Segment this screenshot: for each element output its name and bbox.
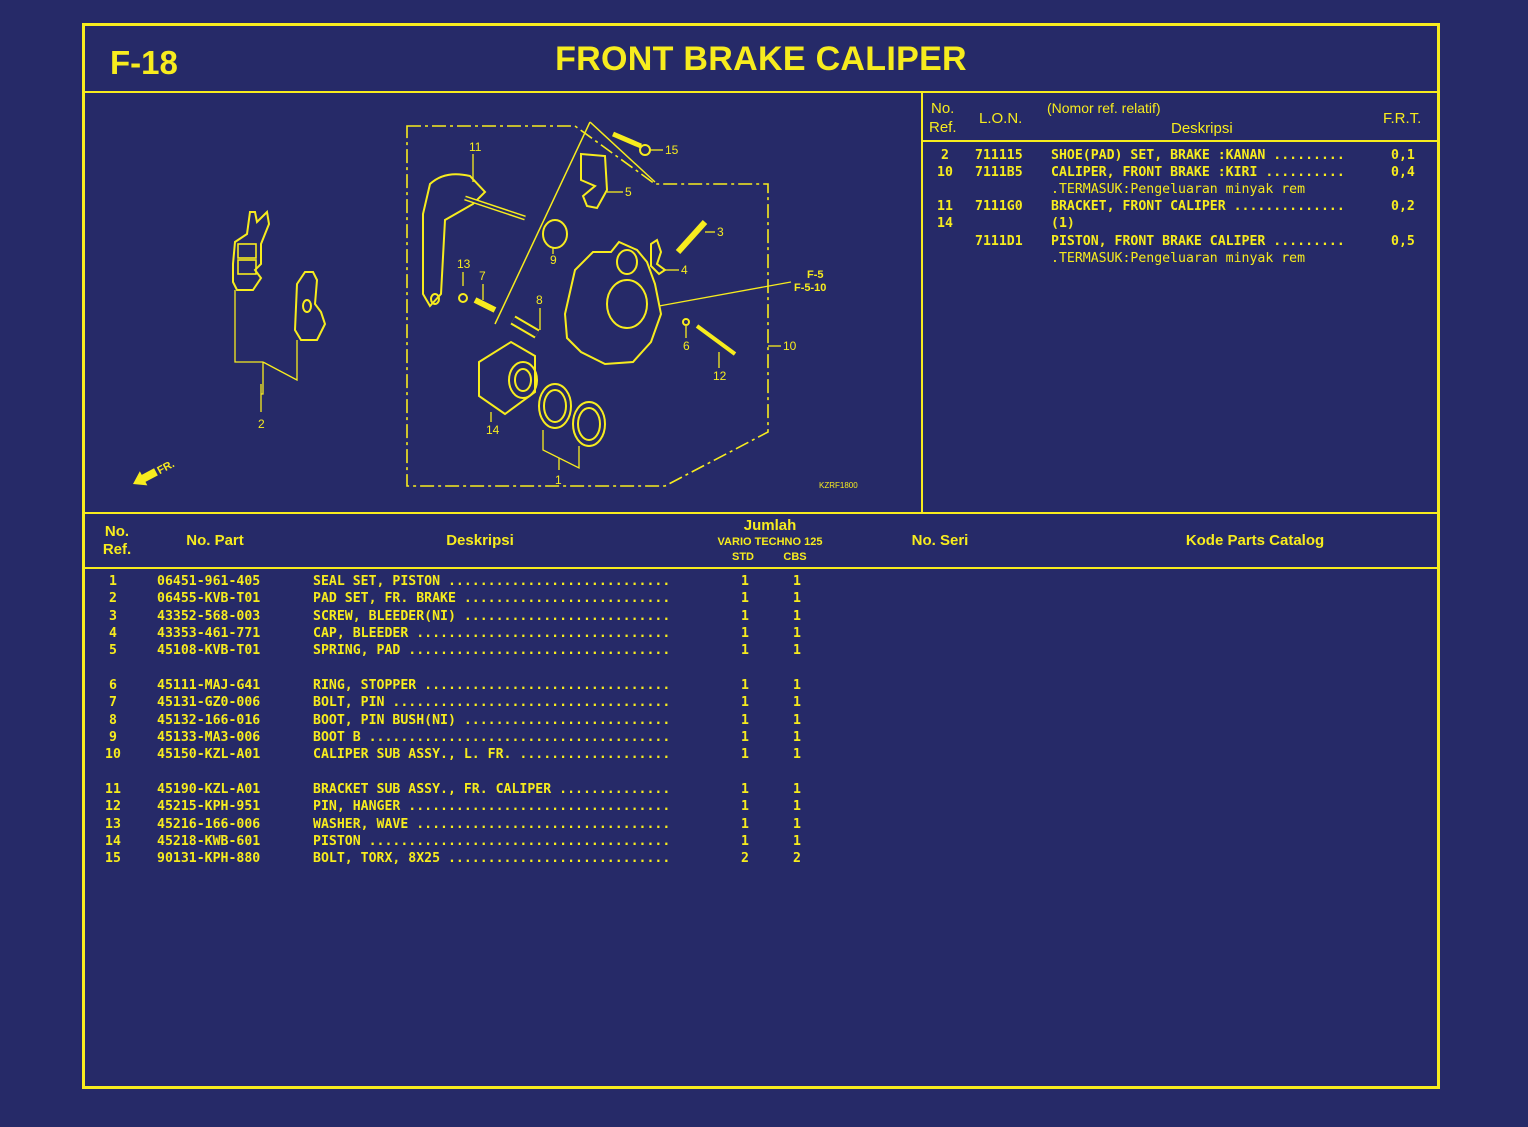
pt-header-ref-l1: No. (104, 523, 130, 540)
lt-header-ref-l2: Ref. (929, 119, 957, 136)
diagram-divider (921, 93, 923, 512)
svg-text:14: 14 (486, 423, 500, 437)
piston-seal-icon (538, 383, 606, 447)
section-code: F-18 (110, 44, 178, 81)
pt-header-cbs: CBS (783, 551, 807, 563)
svg-text:F-5: F-5 (807, 269, 824, 281)
pt-header-ref-l2: Ref. (102, 541, 132, 558)
pt-header-part-no: No. Part (186, 532, 244, 549)
svg-text:8: 8 (536, 293, 543, 307)
lt-row-note: .TERMASUK:Pengeluaran minyak rem (1051, 182, 1306, 197)
pt-header-qty: Jumlah (743, 517, 797, 534)
brake-pad-icon (232, 209, 327, 341)
pt-header-divider (85, 567, 1437, 569)
lt-header-lon: L.O.N. (979, 110, 1023, 127)
lt-row: 14(1) (937, 216, 1075, 231)
svg-text:12: 12 (713, 369, 727, 383)
svg-text:3: 3 (717, 225, 724, 239)
svg-text:15: 15 (665, 143, 679, 157)
pt-header-model: VARIO TECHNO 125 (717, 536, 823, 548)
pt-header-std: STD (732, 551, 754, 563)
parts-section-divider (85, 512, 1437, 514)
svg-text:10: 10 (783, 339, 797, 353)
svg-text:1: 1 (555, 473, 562, 487)
piston-icon (478, 340, 538, 416)
svg-text:9: 9 (550, 253, 557, 267)
exploded-diagram: 2 FR. 11 15 5 (85, 94, 921, 512)
header-divider (85, 91, 1437, 93)
caliper-bracket-icon (422, 173, 526, 308)
svg-text:FR.: FR. (155, 458, 176, 477)
pt-header-catalog-code: Kode Parts Catalog (1185, 532, 1325, 549)
caliper-body-icon (563, 240, 663, 366)
pt-header-desc: Deskripsi (446, 532, 514, 549)
svg-text:11: 11 (469, 140, 482, 154)
lt-row-note: .TERMASUK:Pengeluaran minyak rem (1051, 251, 1306, 266)
assembly-boundary (406, 125, 769, 487)
page-title: FRONT BRAKE CALIPER (555, 40, 967, 78)
lt-header-divider (923, 140, 1437, 142)
lt-header-desc-note: (Nomor ref. relatif) (1047, 100, 1161, 116)
svg-text:7: 7 (479, 269, 486, 283)
figure-code: KZRF1800 (819, 481, 858, 490)
callout-2: 2 (258, 417, 265, 431)
pt-header-serial: No. Seri (911, 532, 969, 549)
lt-header-desc: Deskripsi (1171, 120, 1233, 137)
svg-text:13: 13 (457, 257, 471, 271)
svg-text:5: 5 (625, 185, 632, 199)
catalog-page-frame: F-18 FRONT BRAKE CALIPER 2 (82, 23, 1440, 1089)
front-direction-arrow-icon: FR. (133, 458, 177, 486)
svg-text:4: 4 (681, 263, 688, 277)
svg-text:6: 6 (683, 339, 690, 353)
svg-text:F-5-10: F-5-10 (794, 282, 826, 294)
labor-time-panel: No. Ref. L.O.N. (Nomor ref. relatif) Des… (923, 94, 1437, 512)
lt-header-frt: F.R.T. (1383, 110, 1422, 127)
lt-header-ref-l1: No. (931, 100, 955, 117)
